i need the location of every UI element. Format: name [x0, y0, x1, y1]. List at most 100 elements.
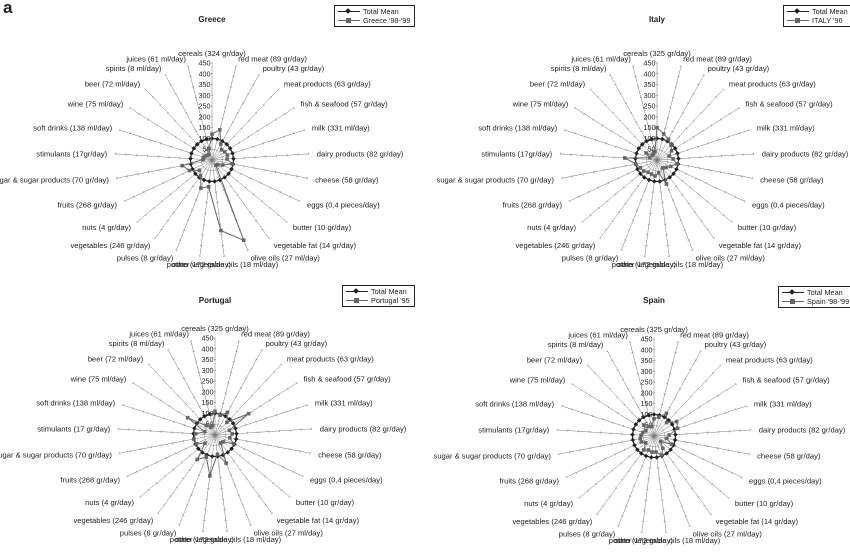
- spoke-tick: [690, 487, 694, 490]
- spoke-tick: [621, 515, 624, 517]
- spoke-tick: [177, 410, 180, 414]
- spoke-tick: [192, 350, 195, 353]
- axis-label: pulses (8 gr/day): [559, 530, 616, 539]
- legend-label: Total Mean: [812, 7, 848, 16]
- axis-label: spirits (8 ml/day): [109, 339, 165, 348]
- point-country: [643, 441, 648, 445]
- point-country: [187, 168, 192, 173]
- spoke-tick: [581, 220, 584, 223]
- spoke-tick: [639, 383, 642, 385]
- axis-label: soft drinks (138 ml/day): [33, 124, 112, 133]
- radial-tick-label: 300: [644, 91, 656, 100]
- point-country: [660, 166, 665, 170]
- spoke-tick: [186, 179, 189, 182]
- spoke-tick: [168, 404, 171, 408]
- spoke-tick: [221, 117, 224, 119]
- point-country: [207, 152, 211, 157]
- point-total-mean: [189, 151, 194, 156]
- axis-label: sugar & sugar products (70 gr/day): [434, 452, 552, 461]
- spoke-tick: [288, 495, 291, 498]
- spoke-tick: [735, 382, 737, 386]
- spoke-tick: [206, 169, 210, 171]
- radar-spoke: [656, 107, 740, 161]
- spoke-tick: [695, 177, 697, 180]
- point-total-mean: [227, 146, 233, 151]
- spoke-tick: [183, 423, 185, 427]
- spoke-tick: [684, 478, 687, 481]
- spoke-tick: [694, 359, 697, 362]
- axis-label: potato (172 gr/day): [167, 260, 232, 269]
- spoke-tick: [258, 386, 261, 389]
- spoke-tick: [621, 378, 625, 381]
- axis-label: poultry (43 gr/day): [263, 64, 325, 73]
- spoke-tick: [119, 128, 121, 132]
- spoke-tick: [571, 382, 573, 386]
- spoke-tick: [219, 165, 222, 168]
- axis-label: cereals (324 gr/day): [178, 49, 246, 58]
- spoke-tick: [633, 135, 636, 138]
- point-country: [218, 413, 222, 417]
- spoke-tick: [658, 425, 661, 428]
- spoke-tick: [201, 163, 203, 166]
- spoke-tick: [207, 442, 210, 445]
- point-country: [638, 166, 643, 170]
- radar-spoke: [211, 65, 237, 161]
- axis-label: meat products (63 gr/day): [284, 79, 371, 88]
- axis-label: wine (75 ml/day): [67, 100, 124, 109]
- spoke-tick: [714, 414, 717, 418]
- spoke-tick: [624, 102, 628, 105]
- spoke-tick: [734, 195, 736, 198]
- spoke-tick: [145, 465, 148, 469]
- point-country: [654, 450, 658, 454]
- radial-tick-label: 350: [202, 355, 214, 364]
- spoke-tick: [165, 129, 168, 133]
- spoke-tick: [213, 149, 216, 151]
- axis-label: poultry (43 gr/day): [266, 339, 328, 348]
- radar-spoke: [202, 434, 216, 532]
- spoke-tick: [149, 138, 152, 142]
- spoke-tick: [179, 239, 182, 241]
- spoke-tick: [303, 128, 305, 132]
- spoke-tick: [169, 495, 172, 497]
- spoke-tick: [221, 426, 224, 429]
- spoke-tick: [258, 495, 261, 497]
- spoke-tick: [707, 142, 709, 145]
- spoke-tick: [660, 404, 664, 406]
- point-country: [674, 419, 679, 424]
- spoke-tick: [216, 149, 219, 152]
- point-total-mean: [229, 166, 234, 172]
- point-country: [639, 440, 644, 444]
- radar-spoke: [168, 349, 216, 436]
- legend: Total Mean Portugal '95: [342, 285, 415, 307]
- point-country: [207, 146, 211, 151]
- radial-tick-label: 450: [199, 59, 211, 68]
- panel-letter: a: [3, 0, 13, 17]
- spoke-tick: [719, 118, 722, 121]
- point-total-mean: [212, 179, 217, 184]
- point-country: [634, 162, 638, 166]
- point-country: [219, 142, 223, 146]
- spoke-tick: [667, 189, 671, 191]
- spoke-tick: [738, 106, 740, 110]
- spoke-tick: [669, 107, 672, 109]
- spoke-tick: [185, 447, 187, 450]
- axis-label: eggs (0,4 pieces/day): [310, 476, 383, 485]
- spoke-tick: [636, 185, 640, 188]
- spoke-tick: [631, 219, 635, 221]
- spoke-tick: [216, 424, 219, 426]
- spoke-tick: [163, 417, 165, 420]
- spoke-tick: [627, 172, 629, 175]
- radar-spoke: [564, 129, 658, 161]
- point-country: [642, 448, 646, 452]
- point-total-mean: [646, 177, 652, 183]
- radar-spoke: [632, 65, 658, 161]
- spoke-tick: [123, 200, 125, 203]
- spoke-tick: [272, 482, 275, 485]
- spoke-tick: [661, 149, 664, 152]
- axis-label: stimulants (17 gr/day): [37, 424, 110, 433]
- spoke-tick: [239, 386, 243, 389]
- spoke-tick: [628, 229, 631, 231]
- axis-label: sugar & sugar products (70 gr/day): [0, 176, 109, 185]
- point-total-mean: [631, 427, 636, 432]
- spoke-tick: [598, 400, 601, 403]
